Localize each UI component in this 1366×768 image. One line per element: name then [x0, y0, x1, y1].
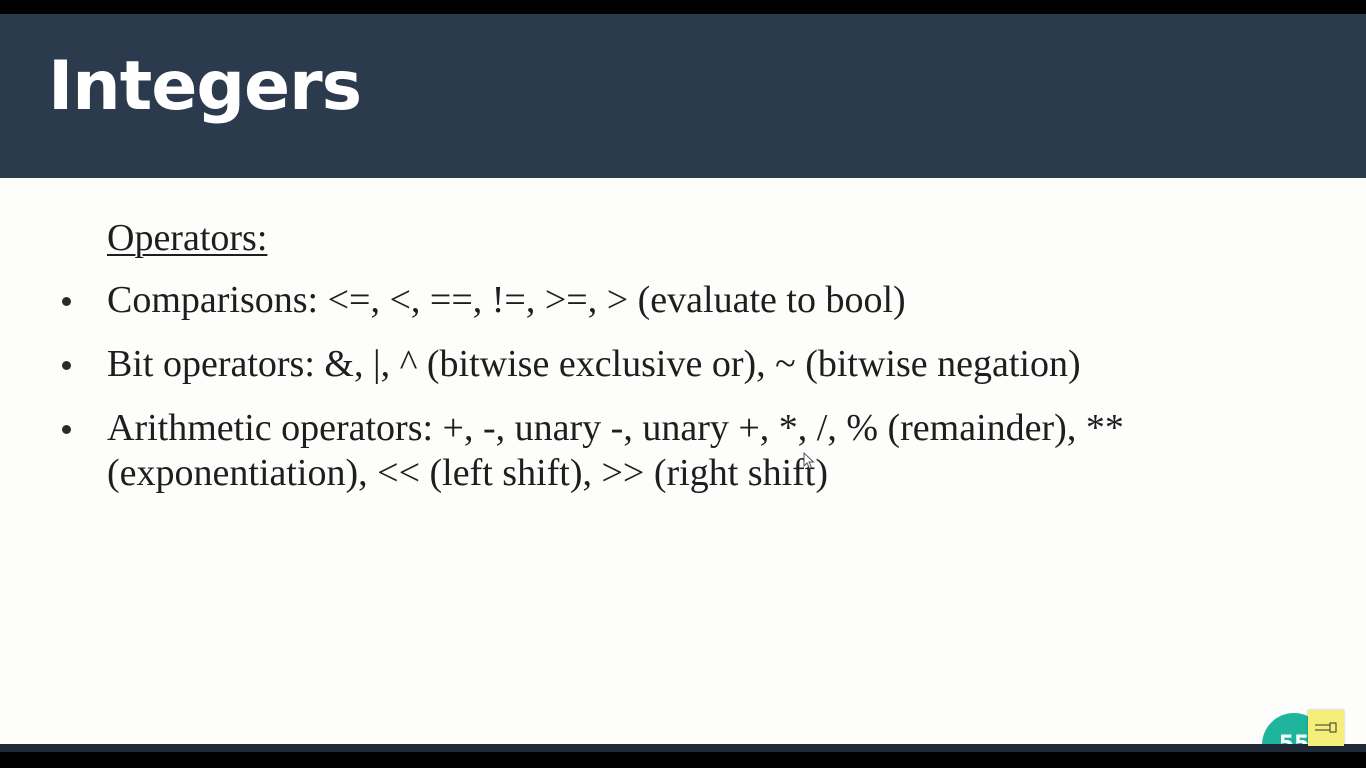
bullet-text: Bit operators: &, |, ^ (bitwise exclusiv…	[107, 343, 1081, 385]
bullet-item-comparisons: Comparisons: <=, <, ==, !=, >=, > (evalu…	[56, 278, 1256, 323]
bullet-item-arithmetic-operators: Arithmetic operators: +, -, unary -, una…	[56, 406, 1256, 496]
presentation-slide: Integers Operators: Comparisons: <=, <, …	[0, 14, 1366, 746]
bullet-text: Arithmetic operators: +, -, unary -, una…	[107, 407, 1124, 494]
sticky-note-icon[interactable]	[1308, 710, 1344, 746]
bullet-item-bit-operators: Bit operators: &, |, ^ (bitwise exclusiv…	[56, 342, 1256, 387]
bullet-text: Comparisons: <=, <, ==, !=, >=, > (evalu…	[107, 279, 906, 321]
title-bar: Integers	[0, 14, 1366, 178]
bottom-bar	[0, 744, 1366, 752]
bullet-list: Comparisons: <=, <, ==, !=, >=, > (evalu…	[56, 278, 1256, 515]
bullet-dot-icon	[62, 425, 71, 434]
slide-content: Operators: Comparisons: <=, <, ==, !=, >…	[0, 178, 1366, 746]
bullet-dot-icon	[62, 361, 71, 370]
key-sketch-icon	[1315, 722, 1337, 733]
bullet-dot-icon	[62, 297, 71, 306]
slide-title: Integers	[48, 47, 362, 126]
mouse-pointer-icon	[803, 451, 815, 475]
operators-heading: Operators:	[107, 217, 268, 259]
